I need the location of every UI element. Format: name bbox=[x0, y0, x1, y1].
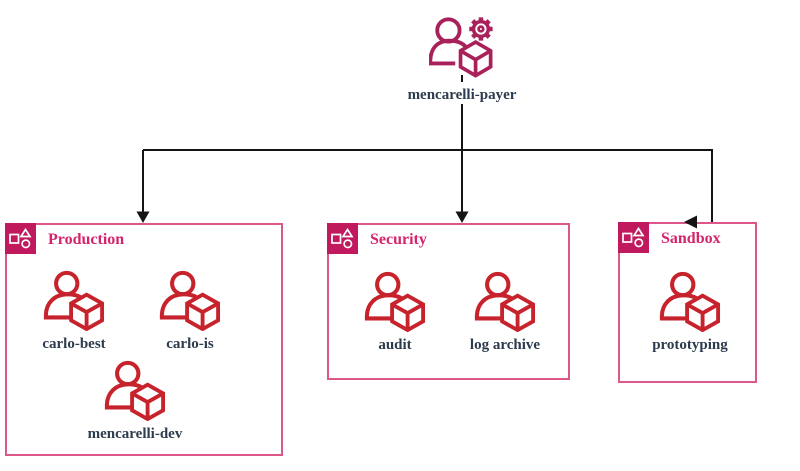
account-mencarelli-dev: mencarelli-dev bbox=[75, 359, 195, 443]
cube-icon bbox=[185, 292, 221, 331]
account-icon bbox=[159, 270, 221, 331]
organizational-unit-icon bbox=[618, 222, 649, 253]
ou-title-sandbox: Sandbox bbox=[661, 230, 721, 247]
ou-box-production: Production carlo-best carlo bbox=[5, 223, 283, 456]
cube-icon bbox=[458, 39, 493, 78]
account-icon bbox=[659, 271, 721, 332]
person-icon bbox=[485, 271, 511, 298]
management-account-icon bbox=[429, 17, 493, 78]
account-label: carlo-best bbox=[42, 336, 106, 352]
account-label: audit bbox=[378, 337, 412, 353]
management-account-node: mencarelli-payer bbox=[392, 12, 532, 104]
person-icon bbox=[429, 17, 468, 66]
arrowhead-security bbox=[455, 211, 469, 223]
account-log-archive: log archive bbox=[445, 270, 565, 354]
ou-title-production: Production bbox=[48, 231, 125, 248]
management-account-label: mencarelli-payer bbox=[404, 86, 520, 104]
person-icon bbox=[375, 271, 401, 298]
account-carlo-best: carlo-best bbox=[14, 269, 134, 353]
account-label: mencarelli-dev bbox=[87, 426, 183, 442]
cube-icon bbox=[390, 293, 426, 332]
organizational-unit-icon bbox=[327, 223, 358, 254]
account-icon bbox=[474, 271, 536, 332]
account-prototyping: prototyping bbox=[630, 270, 750, 354]
person-icon bbox=[115, 360, 141, 387]
account-icon bbox=[364, 271, 426, 332]
organizational-unit-icon bbox=[5, 223, 36, 254]
cube-icon bbox=[685, 293, 721, 332]
account-audit: audit bbox=[335, 270, 455, 354]
arrowhead-production bbox=[136, 211, 150, 223]
account-icon bbox=[104, 360, 166, 421]
cube-icon bbox=[130, 382, 166, 421]
cube-icon bbox=[69, 292, 105, 331]
person-icon bbox=[54, 270, 80, 297]
ou-box-sandbox: Sandbox prototyping bbox=[618, 222, 757, 383]
ou-box-security: Security audit log archive bbox=[327, 223, 570, 380]
cube-icon bbox=[500, 293, 536, 332]
person-icon bbox=[670, 271, 696, 298]
account-label: prototyping bbox=[652, 337, 728, 353]
account-label: log archive bbox=[469, 337, 541, 353]
account-label: carlo-is bbox=[166, 336, 214, 352]
account-icon bbox=[43, 270, 105, 331]
account-carlo-is: carlo-is bbox=[130, 269, 250, 353]
ou-title-security: Security bbox=[370, 231, 427, 248]
gear-icon bbox=[469, 17, 493, 41]
person-icon bbox=[170, 270, 196, 297]
